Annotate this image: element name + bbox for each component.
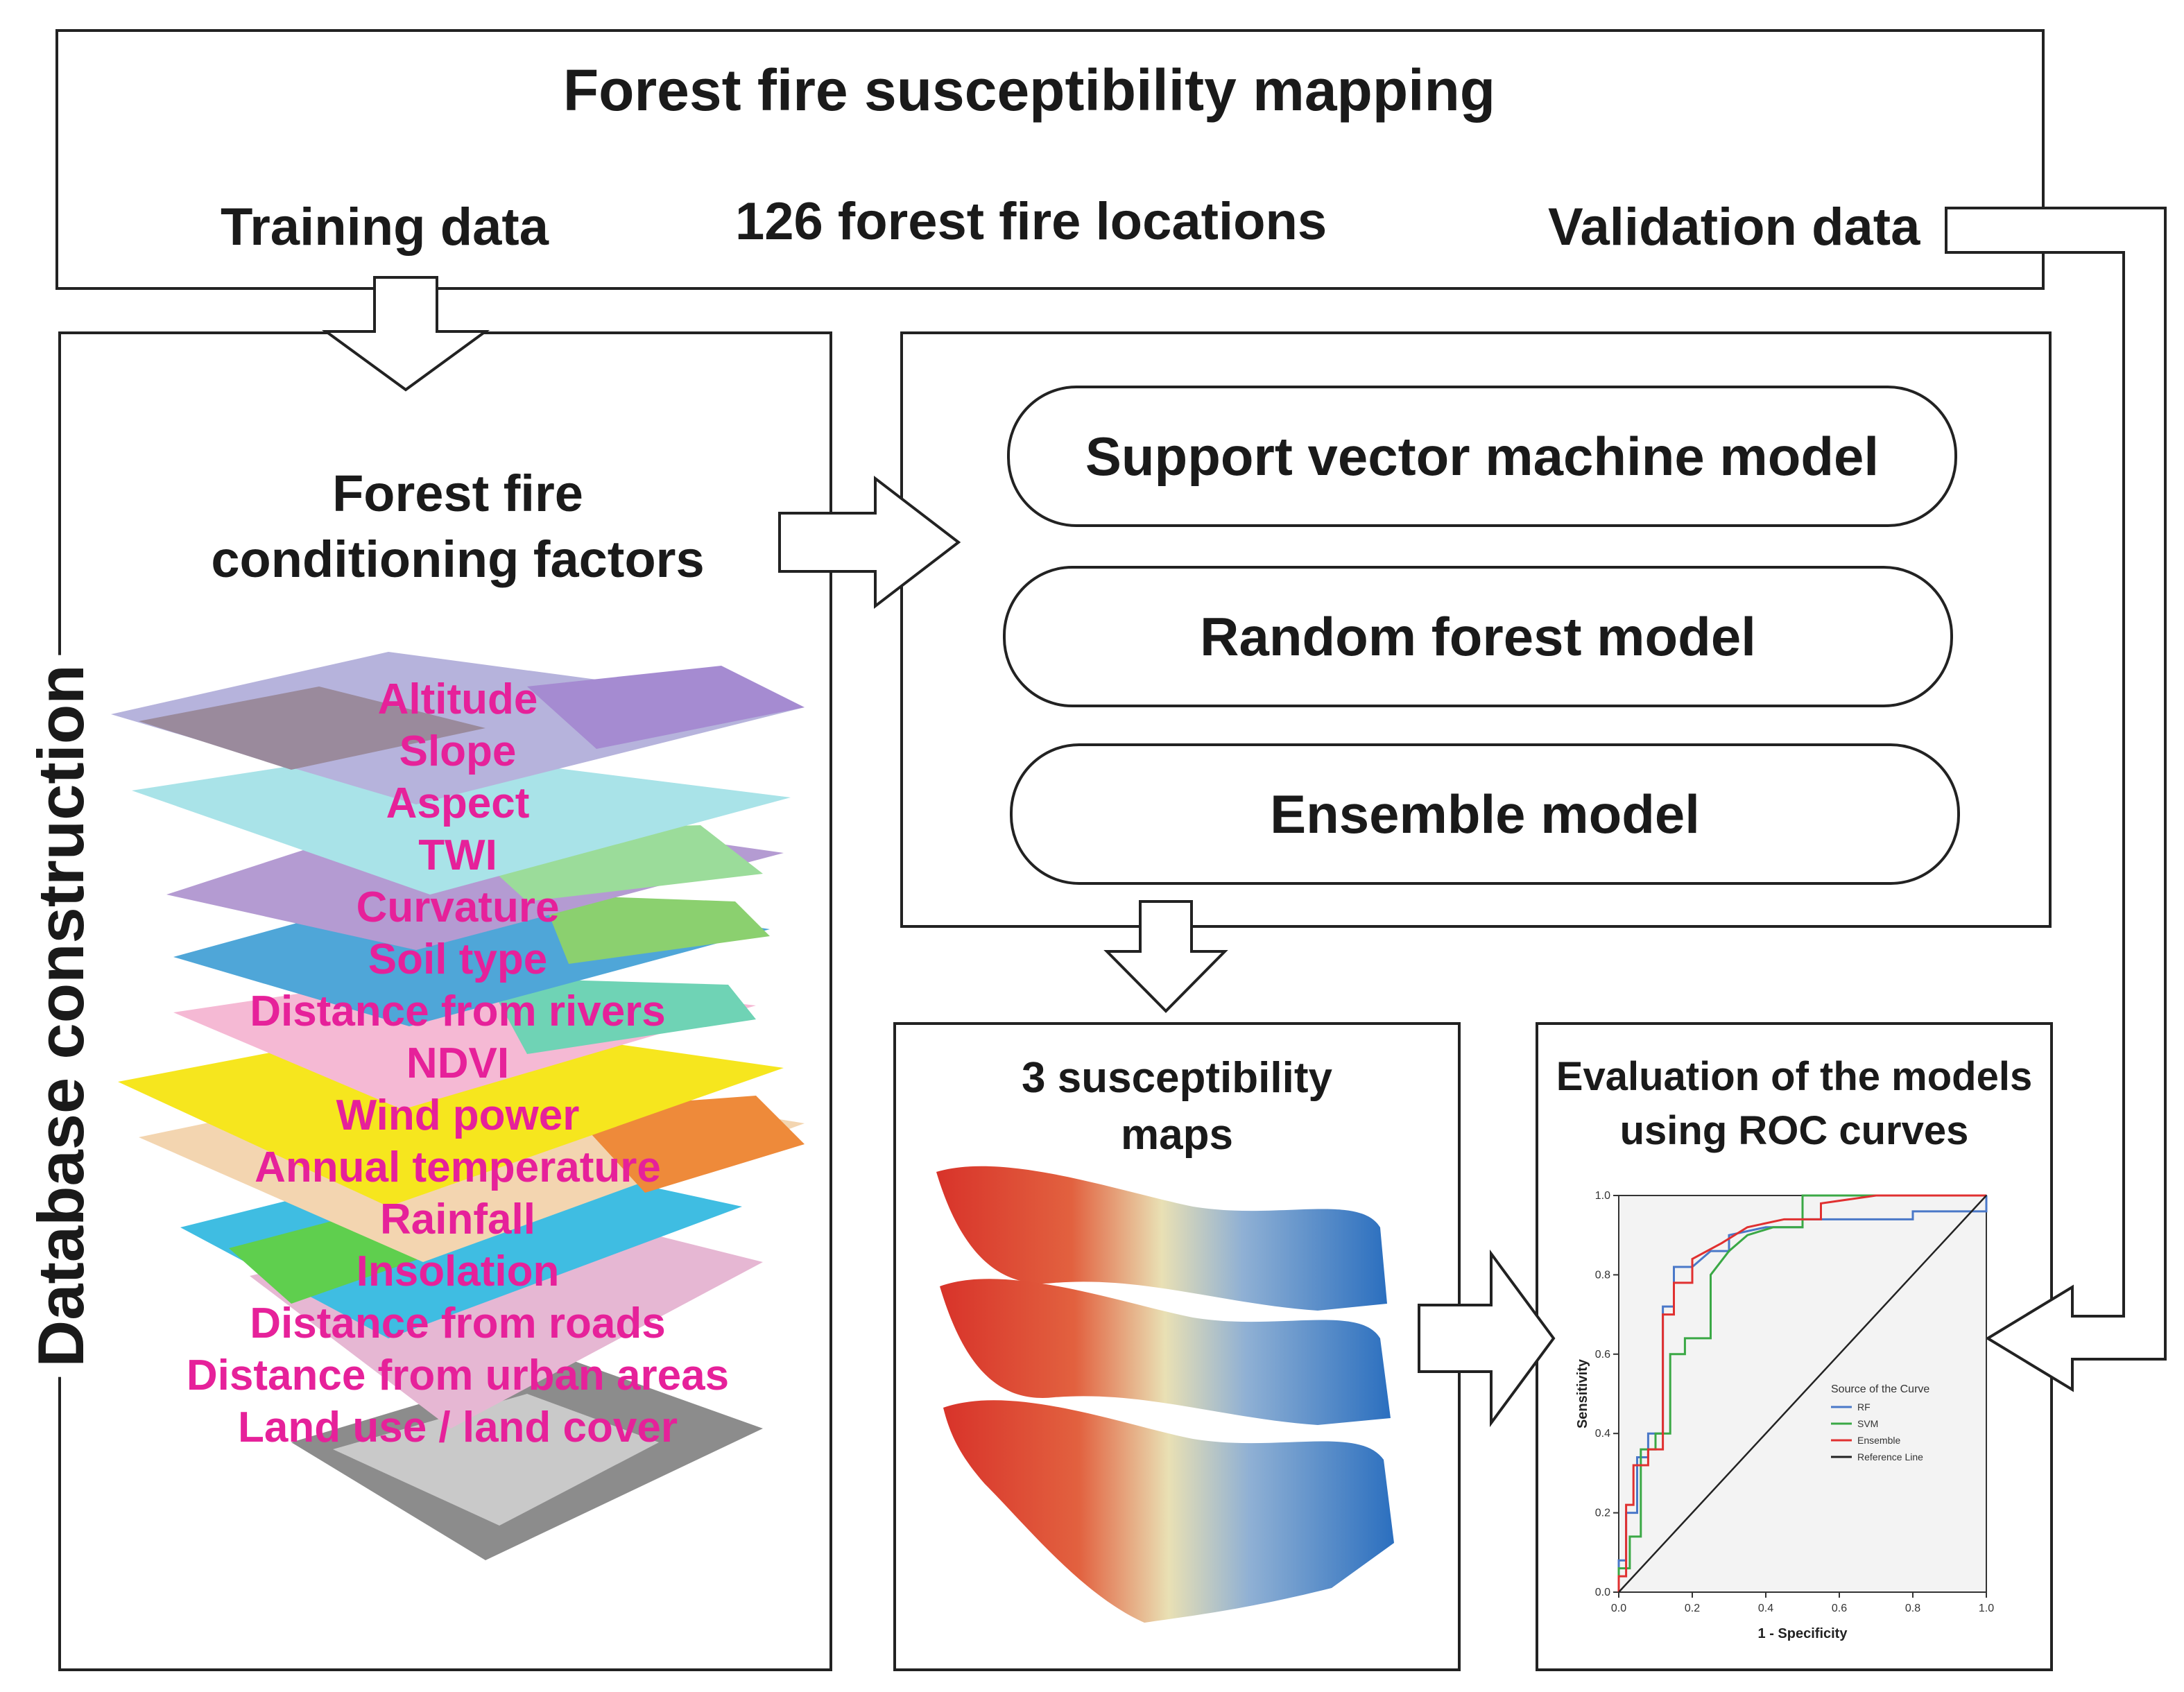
factor-wind-power: Wind power (336, 1091, 580, 1139)
roc-reference-line (1618, 1195, 1987, 1593)
x-axis-label: 1 - Specificity (1758, 1626, 1848, 1641)
x-tick-label: 0.2 (1685, 1603, 1700, 1614)
factor-twi: TWI (418, 831, 497, 879)
down-arrow-training (321, 276, 490, 392)
legend-entry: Ensemble (1857, 1435, 1900, 1446)
maps-heading-line1: 3 susceptibility (1022, 1054, 1332, 1102)
x-tick-label: 0.0 (1611, 1603, 1626, 1614)
training-data-label: Training data (221, 198, 549, 257)
y-tick-label: 0.0 (1595, 1587, 1610, 1598)
diagram-title: Forest fire susceptibility mapping (562, 58, 1496, 123)
factor-slope: Slope (399, 727, 517, 775)
rf-model-pill: Random forest model (1003, 566, 1953, 707)
right-arrow-to-evaluation (1418, 1249, 1556, 1428)
header-box (55, 29, 2045, 290)
roc-line-ensemble (1617, 1194, 1986, 1592)
svm-model-pill: Support vector machine model (1007, 386, 1957, 527)
x-tick-label: 1.0 (1979, 1603, 1994, 1614)
factor-rainfall: Rainfall (380, 1195, 535, 1243)
conditioning-factors-heading-line1: Forest fire (332, 465, 583, 522)
validation-path-arrow (1945, 207, 2167, 1392)
factor-insolation: Insolation (356, 1248, 560, 1295)
roc-line-rf (1617, 1195, 1988, 1592)
factor-land-use: Land use / land cover (238, 1404, 678, 1451)
x-tick-label: 0.8 (1905, 1603, 1920, 1614)
factor-altitude: Altitude (377, 675, 538, 723)
x-tick-label: 0.4 (1758, 1603, 1773, 1614)
factor-distance-urban: Distance from urban areas (186, 1352, 730, 1399)
susceptibility-map-stack (936, 1166, 1394, 1623)
factor-label-list: Altitude Slope Aspect TWI Curvature Soil… (180, 0, 735, 1692)
fire-locations-label: 126 forest fire locations (735, 192, 1327, 251)
maps-heading-line2: maps (1121, 1111, 1233, 1159)
legend-entry: SVM (1857, 1418, 1878, 1429)
y-axis-label: Sensitivity (1575, 1358, 1590, 1428)
x-tick-label: 0.6 (1832, 1603, 1847, 1614)
y-tick-label: 0.4 (1595, 1428, 1610, 1440)
validation-data-label: Validation data (1548, 198, 1920, 257)
evaluation-heading-line1: Evaluation of the models (1556, 1054, 2033, 1099)
y-tick-label: 0.8 (1595, 1269, 1610, 1281)
y-tick-label: 0.6 (1595, 1349, 1610, 1361)
factor-annual-temperature: Annual temperature (255, 1143, 661, 1191)
factor-ndvi: NDVI (406, 1039, 510, 1087)
legend-entry: Reference Line (1857, 1451, 1923, 1462)
factor-distance-roads: Distance from roads (250, 1300, 666, 1347)
legend-title: Source of the Curve (1831, 1383, 1929, 1395)
down-arrow-to-maps (1103, 900, 1228, 1013)
right-arrow-to-models (778, 475, 961, 610)
factor-distance-rivers: Distance from rivers (250, 987, 666, 1035)
factor-layer-stack (111, 652, 805, 1560)
y-tick-label: 0.2 (1595, 1508, 1610, 1519)
ensemble-model-pill: Ensemble model (1010, 743, 1960, 885)
factor-soil-type: Soil type (368, 935, 548, 983)
roc-line-svm (1617, 1194, 1986, 1592)
y-tick-label: 1.0 (1595, 1190, 1610, 1202)
factor-curvature: Curvature (356, 883, 560, 931)
factor-aspect: Aspect (386, 779, 530, 827)
legend-entry: RF (1857, 1401, 1871, 1413)
evaluation-heading-line2: using ROC curves (1619, 1108, 1969, 1153)
conditioning-factors-heading-line2: conditioning factors (211, 530, 705, 588)
